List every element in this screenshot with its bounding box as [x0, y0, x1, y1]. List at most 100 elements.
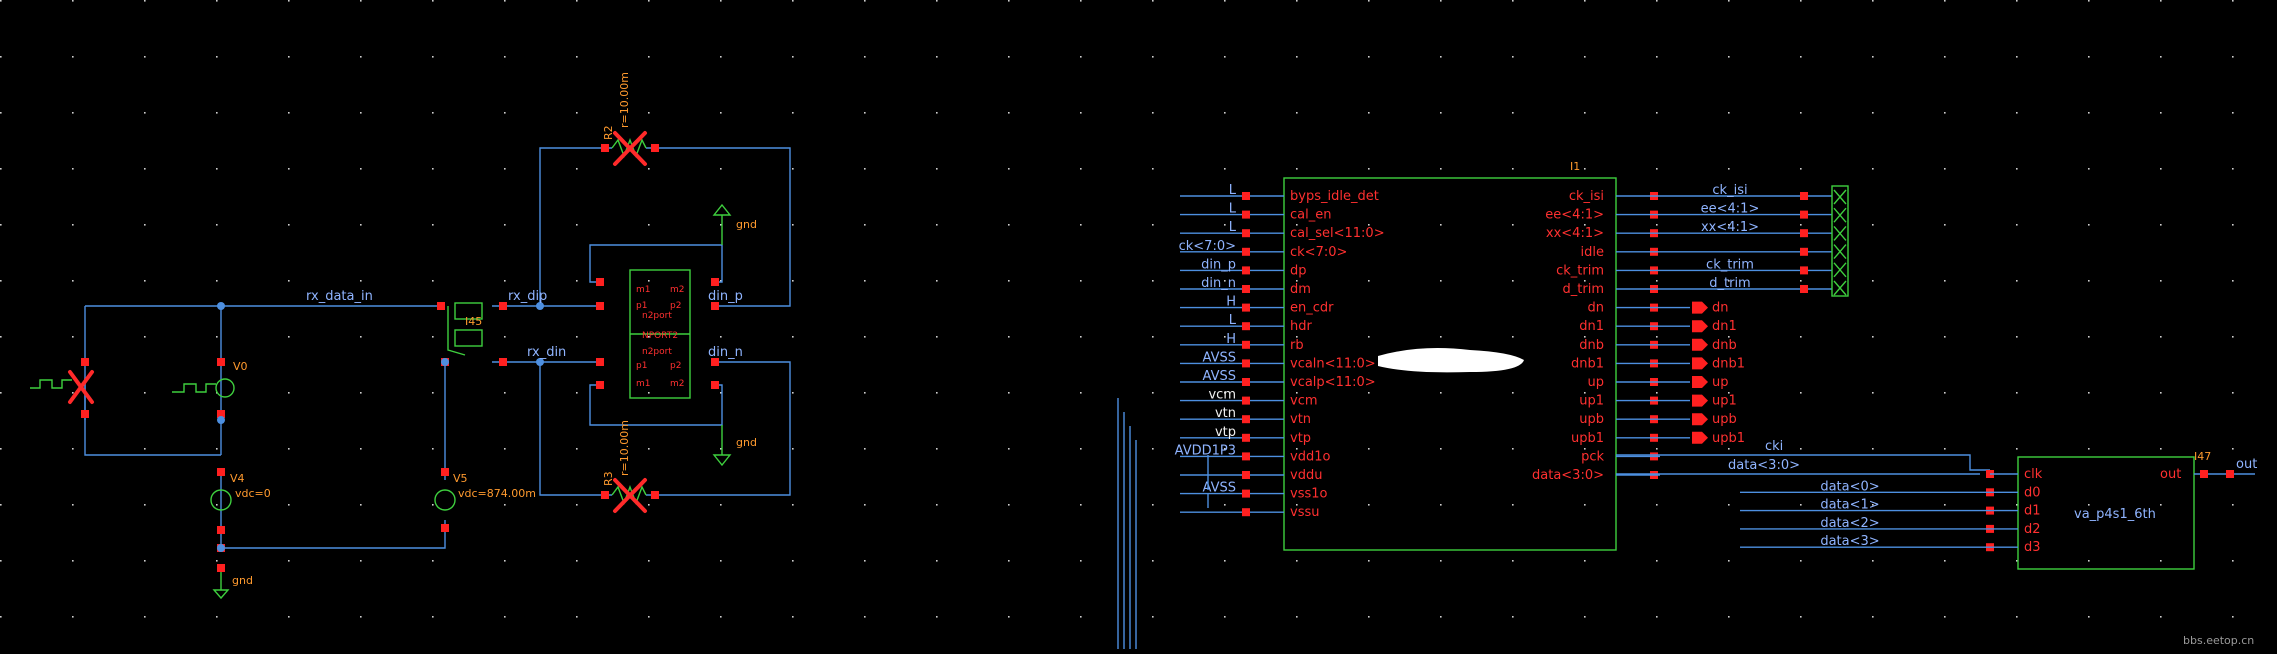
- vertical-bus-wires: [1117, 398, 1209, 649]
- block-i1-rnet-4: ck_trim: [1706, 257, 1754, 272]
- block-i1-rnet-2: xx<4:1>: [1701, 220, 1759, 235]
- block-i1-rpin-ee-4-1-: ee<4:1>: [1545, 208, 1604, 223]
- left-pin-5: [217, 526, 225, 534]
- block-i1-rpin-dnb1: dnb1: [1571, 356, 1604, 371]
- left-pin-sq-15: [1242, 471, 1250, 479]
- block-i1-net-13: vtp: [1215, 425, 1236, 440]
- out-pin-arrow-6: [1692, 301, 1708, 314]
- left-pin-sq-10: [1242, 378, 1250, 386]
- left-pin-19: [711, 358, 719, 366]
- block-i1-pin-vtp: vtp: [1290, 431, 1311, 446]
- out-pin-arrow-11: [1692, 394, 1708, 407]
- left-junction-5: [217, 544, 225, 552]
- block-i1-instance: I1: [1570, 160, 1580, 173]
- transformer-i45[interactable]: [447, 302, 483, 356]
- nport-top-label: n2port: [642, 311, 672, 321]
- left-junction-4: [441, 358, 449, 366]
- block-i47-out-pin: out: [2160, 467, 2181, 482]
- nport-pin-m1b: m1: [636, 379, 651, 389]
- nport-pin-p1a: p1: [636, 301, 647, 311]
- block-i1-pin-vdd1o: vdd1o: [1290, 449, 1330, 464]
- terminator-array: [1831, 185, 1849, 297]
- net-label-data-bus: data<3:0>: [1728, 458, 1800, 473]
- block-i1-pin-rb: rb: [1290, 338, 1304, 353]
- left-pin-sq-0: [1242, 192, 1250, 200]
- block-i1-rpin-up1: up1: [1579, 394, 1604, 409]
- block-i1-rnet-12: upb: [1712, 412, 1737, 427]
- block-i1-net-10: AVSS: [1203, 369, 1236, 384]
- block-i1-rpin-data-3-0-: data<3:0>: [1532, 468, 1604, 483]
- sub-net-1: data<0>: [1820, 479, 1879, 494]
- vsource-v4[interactable]: [210, 489, 232, 511]
- left-pin-24: [601, 144, 609, 152]
- left-pin-4: [217, 468, 225, 476]
- block-i47-pin-d2: d2: [2024, 522, 2041, 537]
- block-i1-pin-vcaln-11-0-: vcaln<11:0>: [1290, 356, 1376, 371]
- block-i1-rpin-ck-isi: ck_isi: [1569, 189, 1604, 204]
- vsrc-label-v4-value: vdc=0: [235, 487, 271, 500]
- block-i47-instance: I47: [2194, 450, 2211, 463]
- right-pin-sq2-1: [1800, 210, 1808, 219]
- net-label-rx-dip: rx_dip: [508, 289, 547, 304]
- block-i1-pin-ck-7-0-: ck<7:0>: [1290, 245, 1347, 260]
- block-i1-net-14: AVDD1P3: [1175, 443, 1236, 458]
- block-i1-left-pins: byps_idle_detLcal_enLcal_sel<11:0>Lck<7:…: [1175, 183, 1385, 520]
- block-i1-rnet-7: dn1: [1712, 319, 1737, 334]
- net-label-cki: cki: [1765, 439, 1783, 454]
- block-i47-pin-d0: d0: [2024, 485, 2041, 500]
- nport-pin-m1a: m1: [636, 285, 651, 295]
- left-pin-10: [437, 302, 445, 310]
- block-i47[interactable]: I47 va_p4s1_6th clkd0data<0>d1data<1>d2d…: [1740, 450, 2257, 570]
- vsrc-label-v5: V5: [453, 472, 468, 485]
- sub-net-4: data<3>: [1820, 534, 1879, 549]
- sub-net-2: data<1>: [1820, 498, 1879, 513]
- net-label-din-p: din_p: [708, 289, 743, 304]
- block-i1-net-6: H: [1226, 295, 1236, 310]
- nport-pin-m2a: m2: [670, 285, 685, 295]
- out-pin-arrow-8: [1692, 338, 1708, 351]
- left-pin-sq-12: [1242, 415, 1250, 424]
- left-pin-9: [441, 524, 449, 532]
- left-pin-15: [711, 278, 719, 286]
- block-i1-pin-dp: dp: [1290, 263, 1307, 278]
- block-i1-net-11: vcm: [1208, 388, 1236, 403]
- block-i1-rpin-idle: idle: [1581, 245, 1604, 260]
- left-pin-17: [711, 302, 719, 310]
- left-pin-sq-3: [1242, 247, 1250, 256]
- res-top-value: r=10.00m: [618, 72, 631, 128]
- block-i1-net-1: L: [1229, 202, 1237, 217]
- block-i1-pin-byps-idle-det: byps_idle_det: [1290, 189, 1379, 204]
- right-pin-sq2-5: [1800, 285, 1808, 293]
- block-i1-net-4: din_p: [1201, 257, 1236, 272]
- resistor-top[interactable]: [611, 131, 647, 166]
- inst-label-i45: I45: [465, 315, 482, 328]
- block-i1-net-9: AVSS: [1203, 350, 1236, 365]
- left-pin-sq-6: [1242, 303, 1250, 312]
- terminator-x-2: [1833, 225, 1847, 241]
- vsource-v5[interactable]: [434, 489, 456, 511]
- block-i1[interactable]: I1 byps_idle_detLcal_enLcal_sel<11:0>Lck…: [1175, 160, 1832, 551]
- block-i1-rnet-13: upb1: [1712, 431, 1745, 446]
- block-i1-pin-vddu: vddu: [1290, 468, 1322, 483]
- vsrc-label-v4: V4: [230, 472, 245, 485]
- left-junction-1: [217, 416, 225, 424]
- res-bot-name: R3: [602, 471, 615, 486]
- left-pin-0: [81, 358, 89, 366]
- left-pin-sq-13: [1242, 433, 1250, 442]
- left-pin-16: [596, 302, 604, 310]
- left-pin-sq-16: [1242, 489, 1250, 498]
- left-pin-sq-7: [1242, 322, 1250, 331]
- block-i1-rnet-10: up: [1712, 375, 1729, 390]
- block-i1-rpin-dn1: dn1: [1579, 319, 1604, 334]
- left-pin-sq-14: [1242, 452, 1250, 461]
- nport-pin-p2b: p2: [670, 361, 681, 371]
- left-pin-11: [499, 302, 507, 310]
- left-pin-sq-2: [1242, 229, 1250, 238]
- right-pin-sq2-4: [1800, 266, 1808, 275]
- resistor-bottom[interactable]: [611, 478, 647, 513]
- left-pin-20: [596, 381, 604, 389]
- net-label-out: out: [2236, 457, 2257, 472]
- block-i1-rnet-5: d_trim: [1709, 276, 1750, 291]
